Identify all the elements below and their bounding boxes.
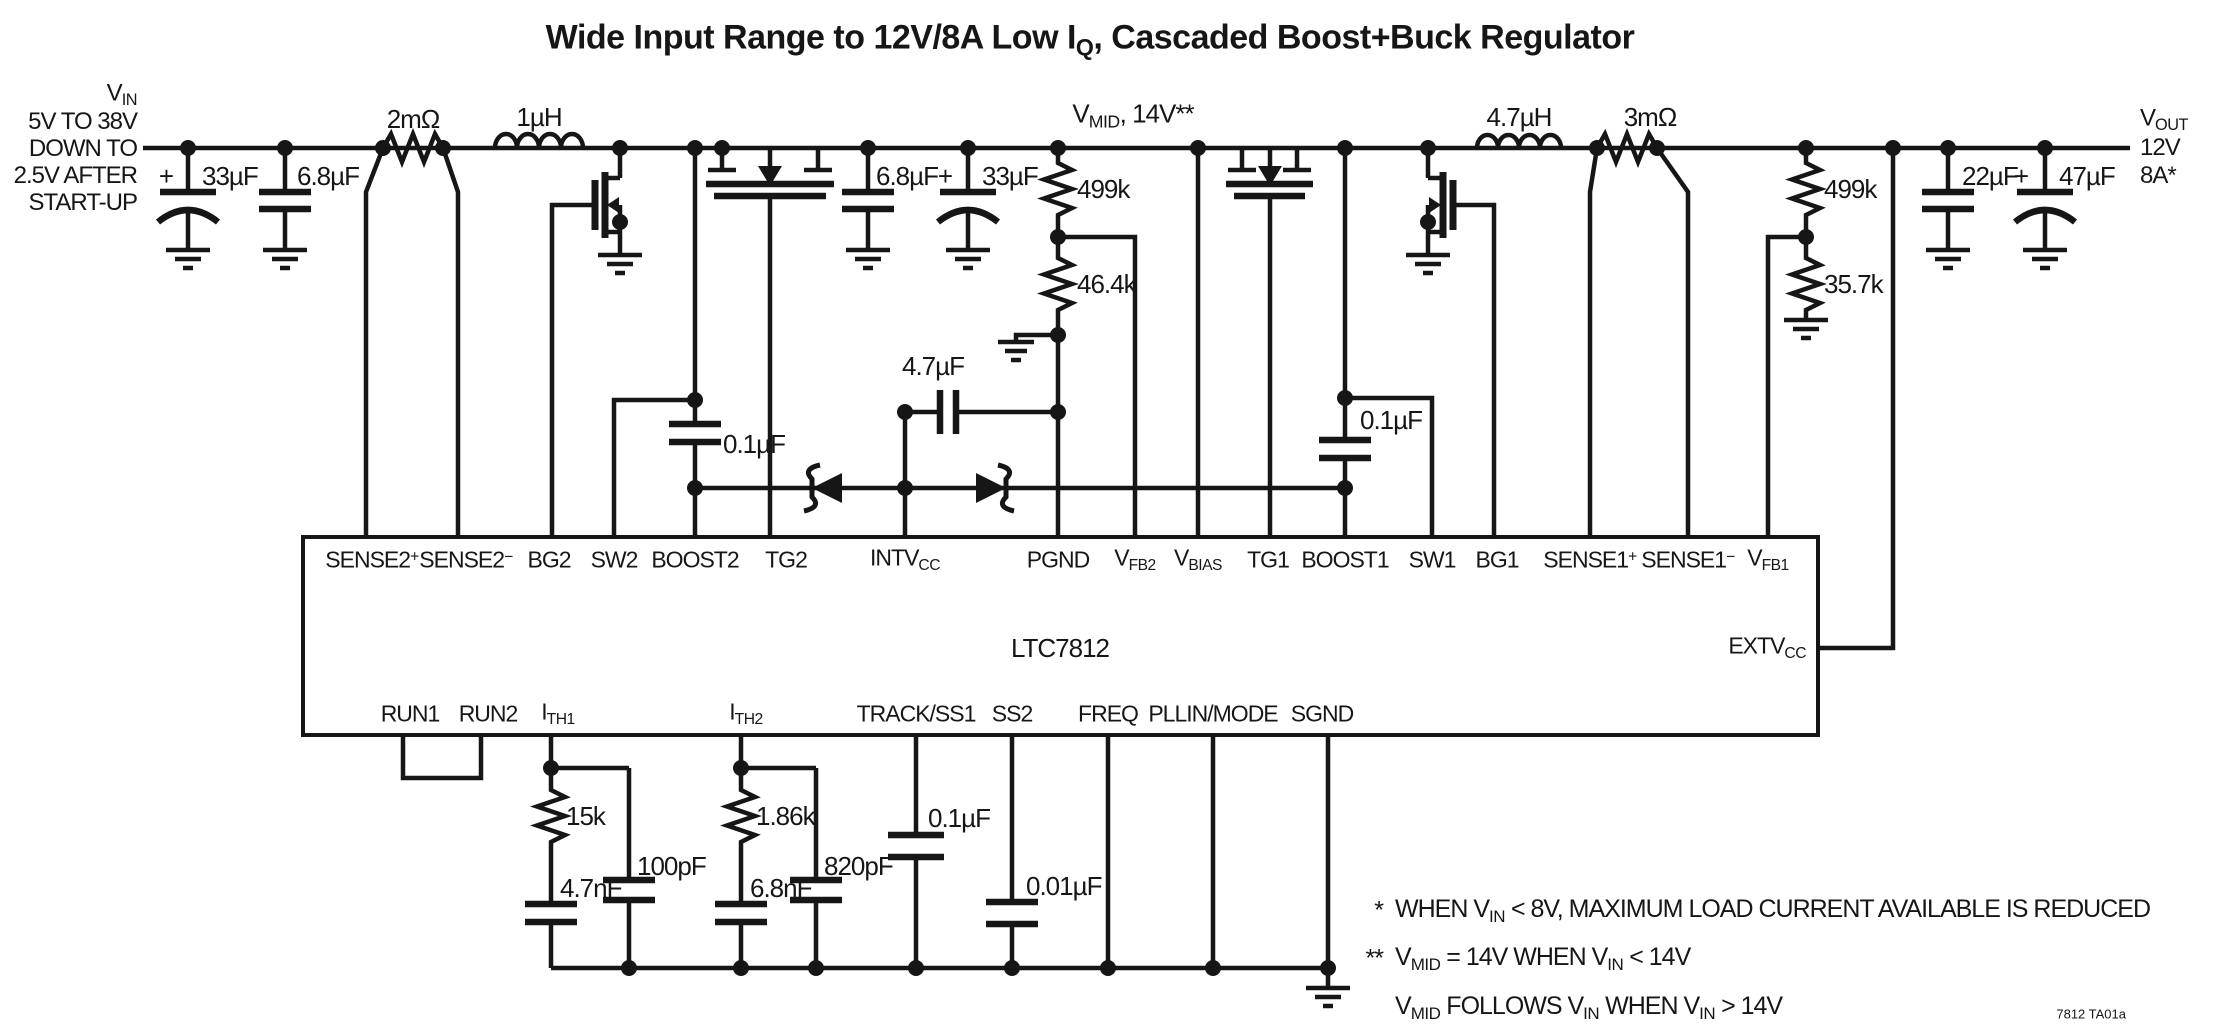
tg2-mosfet	[706, 148, 834, 537]
footnote3-text: VMID FOLLOWS VIN WHEN VIN > 14V	[1395, 992, 1783, 1023]
extvcc-wire	[1818, 148, 1896, 651]
ss1-cap	[888, 735, 944, 968]
c-ith1-filter-value: 100pF	[637, 851, 707, 881]
sense1-resistor	[1587, 127, 1691, 537]
tg1-mosfet	[1226, 148, 1313, 537]
boost2-cap	[611, 148, 721, 537]
r-sense2-value: 2mΩ	[386, 104, 441, 134]
vin-range-label: 5V TO 38V	[28, 108, 138, 135]
pin-boost1: BOOST1	[1301, 546, 1389, 573]
polarity-plus: +	[158, 161, 174, 191]
r-fb1-top-value: 499k	[1824, 174, 1877, 204]
l-buck-value: 4.7µH	[1486, 102, 1553, 132]
ic-name: LTC7812	[1010, 633, 1110, 663]
pin-pgnd: PGND	[1026, 546, 1090, 573]
vin-range-label: START-UP	[28, 189, 138, 216]
pin-sense2-minus: SENSE2−	[419, 546, 513, 573]
pin-intvcc: INTVCC	[870, 544, 940, 574]
polarity-plus: +	[937, 161, 953, 191]
pin-vbias: VBIAS	[1174, 544, 1222, 574]
pin-vfb1: VFB1	[1747, 544, 1789, 574]
c-in-cer-value: 6.8µF	[297, 161, 360, 191]
pin-ss2: SS2	[991, 700, 1033, 727]
c-mid-cer-value: 6.8µF	[876, 161, 939, 191]
vin-range-label: DOWN TO	[28, 135, 138, 162]
intvcc-cap	[902, 390, 1058, 537]
footnote2-text: VMID = 14V WHEN VIN < 14V	[1395, 943, 1691, 974]
boost-inductor	[492, 131, 586, 149]
pin-sw1: SW1	[1408, 546, 1457, 573]
bootstrap-diodes	[695, 462, 1345, 514]
pin-freq: FREQ	[1078, 700, 1139, 727]
sense2-resistor	[363, 127, 461, 537]
pin-vfb2: VFB2	[1114, 544, 1156, 574]
pin-sgnd: SGND	[1290, 700, 1354, 727]
pin-run1: RUN1	[380, 700, 441, 727]
pin-sense1-plus: SENSE1+	[1543, 546, 1637, 573]
doc-id: 7812 TA01a	[2056, 1006, 2126, 1022]
vin-range-label: 2.5V AFTER	[13, 162, 138, 189]
ss2-cap	[986, 735, 1038, 968]
pin-tg1: TG1	[1247, 546, 1290, 573]
buck-inductor	[1474, 132, 1564, 149]
ith1-network	[525, 735, 655, 968]
c-ss1-value: 0.1µF	[928, 803, 991, 833]
fb2-divider	[998, 148, 1138, 537]
pin-sense1-minus: SENSE1−	[1641, 546, 1735, 573]
pin-extvcc: EXTVCC	[1728, 632, 1806, 662]
junction-dots	[180, 140, 2053, 976]
l-boost-value: 1µH	[516, 102, 562, 132]
polarity-plus: +	[2013, 161, 2029, 191]
r-fb2-top-value: 499k	[1077, 174, 1130, 204]
pin-bg2: BG2	[527, 546, 571, 573]
ic-body	[301, 535, 1820, 737]
pin-sense2-plus: SENSE2+	[325, 546, 419, 573]
fb1-divider	[1765, 148, 1828, 537]
vout-rail-label: VOUT	[2140, 104, 2188, 135]
footnote1-marker: *	[1374, 896, 1384, 925]
page-title: Wide Input Range to 12V/8A Low IQ, Casca…	[545, 18, 1635, 61]
signal-ground-rail	[551, 735, 1350, 1009]
c-ith2-comp-value: 6.8nF	[750, 873, 812, 903]
c-boost1-value: 0.1µF	[1360, 405, 1423, 435]
footnote1-text: WHEN VIN < 8V, MAXIMUM LOAD CURRENT AVAI…	[1395, 895, 2151, 926]
c-out-bulk-value: 47µF	[2059, 161, 2116, 191]
r-ith2-value: 1.86k	[756, 801, 816, 831]
pin-ith1: ITH1	[541, 698, 575, 728]
c-boost2-value: 0.1µF	[723, 429, 786, 459]
c-ith1-comp-value: 4.7nF	[560, 873, 622, 903]
vin-rail-label: VIN	[106, 79, 138, 110]
pin-boost2: BOOST2	[651, 546, 739, 573]
pin-track-ss1: TRACK/SS1	[856, 700, 977, 727]
pin-pllin-mode: PLLIN/MODE	[1148, 700, 1278, 727]
vout-current-label: 8A*	[2140, 162, 2177, 189]
pin-run2: RUN2	[458, 700, 519, 727]
vmid-rail-label: VMID, 14V**	[1072, 98, 1194, 132]
c-ith2-filter-value: 820pF	[824, 851, 894, 881]
footnote2-marker: **	[1365, 944, 1384, 973]
r-sense1-value: 3mΩ	[1623, 102, 1678, 132]
c-out-cer-value: 22µF	[1962, 161, 2019, 191]
r-ith1-value: 15k	[566, 801, 606, 831]
pin-tg2: TG2	[765, 546, 808, 573]
run-jumper	[400, 735, 484, 781]
r-fb1-bot-value: 35.7k	[1824, 269, 1884, 299]
boost1-cap	[1319, 148, 1435, 537]
c-in-bulk-value: 33µF	[202, 161, 259, 191]
r-fb2-bot-value: 46.4k	[1077, 269, 1137, 299]
c-intvcc-value: 4.7µF	[901, 351, 965, 381]
pin-ith2: ITH2	[729, 698, 763, 728]
input-capacitors	[155, 148, 311, 271]
pin-sw2: SW2	[590, 546, 639, 573]
c-mid-bulk-value: 33µF	[982, 161, 1039, 191]
c-ss2-value: 0.01µF	[1026, 871, 1102, 901]
bg2-mosfet	[549, 148, 642, 537]
bg1-mosfet	[1406, 148, 1497, 537]
vout-value-label: 12V	[2140, 134, 2181, 161]
pin-bg1: BG1	[1475, 546, 1519, 573]
